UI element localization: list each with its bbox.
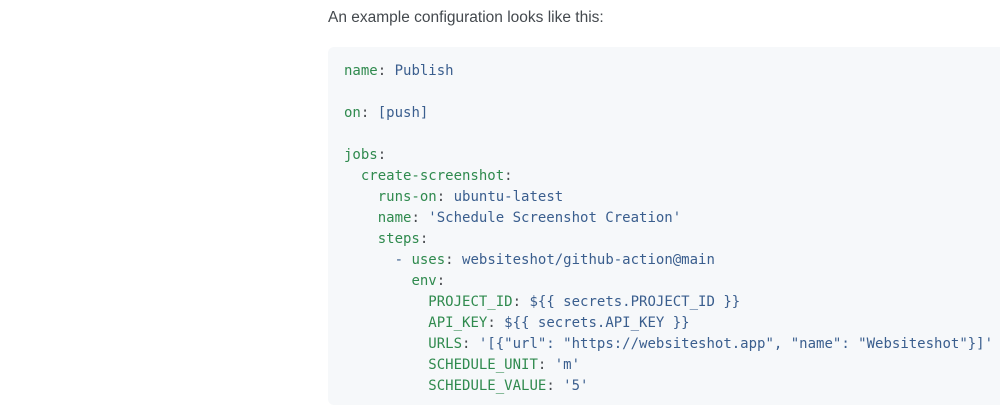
code-token-plain [344,231,378,247]
code-line: URLS: '[{"url": "https://websiteshot.app… [344,334,993,355]
code-token-val: ubuntu-latest [445,189,564,205]
code-token-val: 'Schedule Screenshot Creation' [419,210,682,226]
code-token-key: steps [377,231,420,247]
code-token-val: websiteshot/github-action@main [453,252,715,268]
code-token-plain [344,315,428,331]
code-token-plain [344,378,428,394]
code-token-key: PROJECT_ID [428,294,513,310]
code-token-key: env [411,273,437,289]
docs-content: An example configuration looks like this… [328,0,1000,420]
code-token-punc: : [546,378,555,394]
code-token-key: SCHEDULE_VALUE [428,378,547,394]
code-token-val: '5' [554,378,589,394]
code-token-val: [push] [369,105,429,121]
code-line: PROJECT_ID: ${{ secrets.PROJECT_ID }} [344,292,984,313]
code-token-punc: : [445,252,454,268]
code-token-plain [344,210,378,226]
code-token-val: ${{ secrets.PROJECT_ID }} [521,294,741,310]
code-line [344,82,984,103]
code-line: steps: [344,229,984,250]
code-line: name: Publish [344,61,984,82]
code-token-val: '[{"url": "https://websiteshot.app", "na… [470,336,994,352]
code-token-punc: : [462,336,471,352]
code-token-punc: : [377,63,387,79]
code-line: on: [push] [344,103,984,124]
code-token-punc: : [377,147,387,163]
code-line: API_KEY: ${{ secrets.API_KEY }} [344,313,984,334]
code-line [344,124,984,145]
code-token-punc: : [419,231,429,247]
code-token-plain [344,336,428,352]
code-line: create-screenshot: [344,166,984,187]
code-token-punc: : [411,210,420,226]
code-token-punc: : [512,294,522,310]
code-line: env: [344,271,984,292]
code-token-plain [344,357,428,373]
code-token-val: Publish [386,63,454,79]
code-token-key: name [377,210,412,226]
code-token-plain [344,294,428,310]
code-line: runs-on: ubuntu-latest [344,187,984,208]
code-token-val: 'm' [546,357,581,373]
code-token-key: URLS [428,336,463,352]
code-token-punc: : [436,273,446,289]
code-line: SCHEDULE_UNIT: 'm' [344,355,984,376]
code-token-punc: : [487,315,496,331]
code-token-key: uses [411,252,446,268]
code-token-plain [344,273,411,289]
code-token-plain [344,189,378,205]
intro-text: An example configuration looks like this… [328,9,604,26]
code-lines: name: Publish on: [push] jobs: create-sc… [344,61,993,397]
code-token-key: SCHEDULE_UNIT [428,357,538,373]
code-token-key: on [344,105,361,121]
code-line: - uses: websiteshot/github-action@main [344,250,984,271]
code-token-key: create-screenshot [360,168,505,184]
code-token-punc: : [436,189,446,205]
code-token-plain [344,252,395,268]
code-token-punc: : [504,168,513,184]
code-token-punc: : [360,105,370,121]
code-block: name: Publish on: [push] jobs: create-sc… [328,47,1000,405]
code-token-plain [344,168,361,184]
code-token-val: ${{ secrets.API_KEY }} [495,315,690,331]
code-line: name: 'Schedule Screenshot Creation' [344,208,984,229]
code-token-val: - [394,252,404,268]
code-token-key: name [344,63,378,79]
code-line: jobs: [344,145,984,166]
code-token-key: API_KEY [428,315,488,331]
code-line: SCHEDULE_VALUE: '5' [344,376,984,397]
code-token-punc: : [537,357,547,373]
code-token-key: runs-on [377,189,437,205]
code-token-key: jobs [344,147,378,163]
